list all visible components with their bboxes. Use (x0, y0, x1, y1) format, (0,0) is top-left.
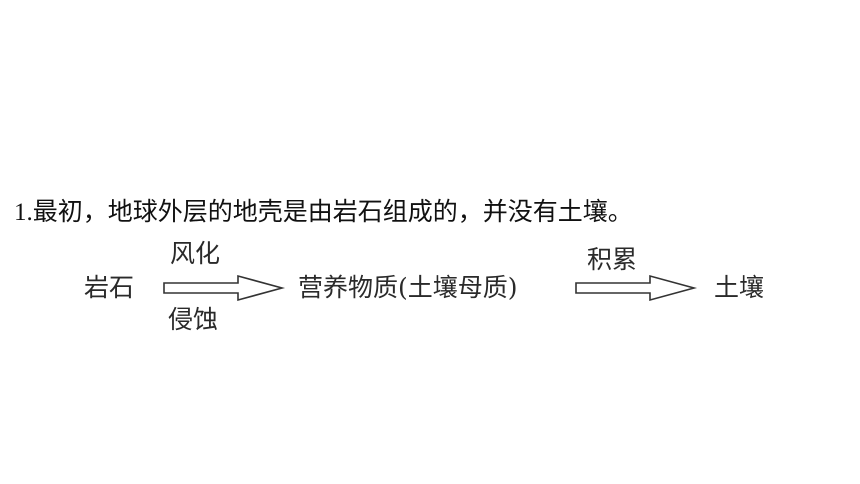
arrow2-label-above: 积累 (587, 245, 638, 274)
node-parent-material: 营养物质(土壤母质) (298, 273, 518, 302)
statement-number: 1. (14, 199, 33, 226)
arrow-accumulation (575, 274, 698, 302)
node-rock: 岩石 (84, 273, 135, 302)
statement-text: 最初，地球外层的地壳是由岩石组成的，并没有土壤。 (32, 197, 633, 226)
arrow-weathering (163, 274, 286, 302)
arrow1-label-above: 风化 (170, 239, 221, 268)
statement: 1.最初，地球外层的地壳是由岩石组成的，并没有土壤。 (14, 194, 633, 231)
node-soil: 土壤 (714, 273, 765, 302)
arrow1-label-below: 侵蚀 (168, 305, 219, 334)
